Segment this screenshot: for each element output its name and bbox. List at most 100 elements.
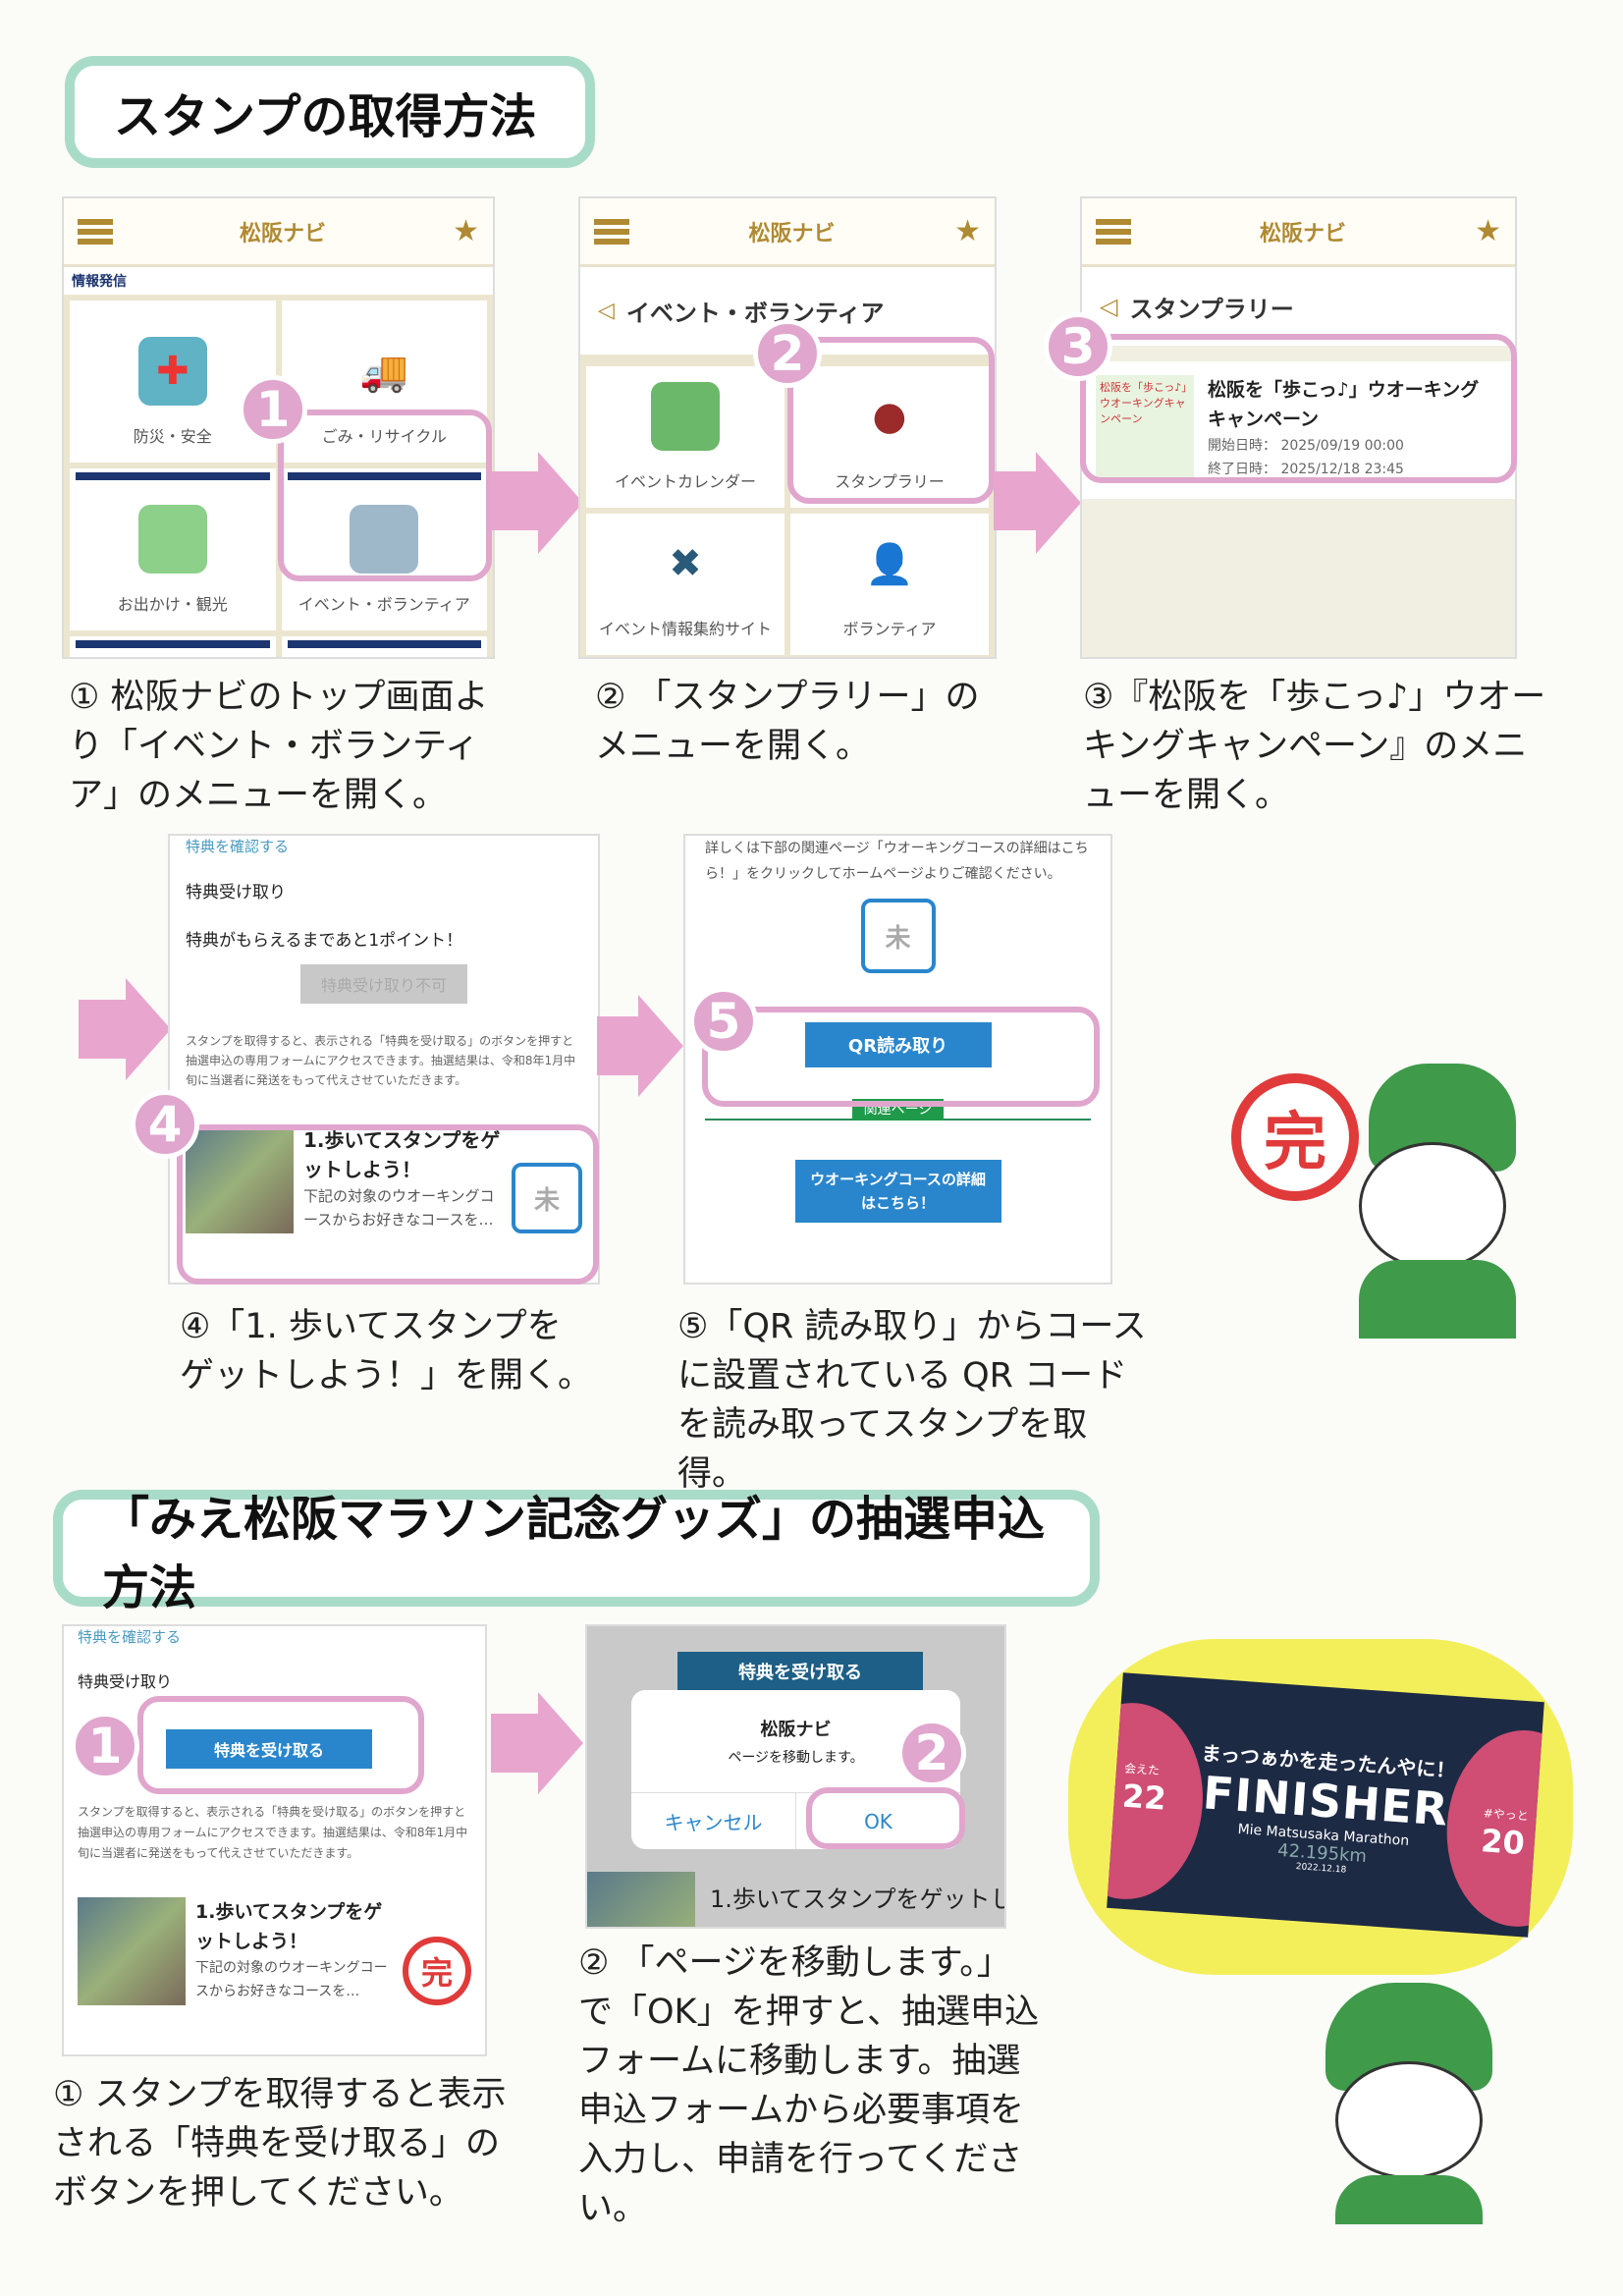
arrow-head [538,452,583,554]
menu-label: ごみ・リサイクル [321,427,447,446]
page-header: ◁スタンプラリー [1082,267,1515,346]
screen-benefit: 特典を確認する 特典受け取り 特典がもらえるまであと1ポイント！ 特典受け取り不… [168,834,600,1285]
menu-calendar[interactable]: イベントカレンダー [586,366,784,508]
step-badge-2: 2 [897,1719,966,1787]
back-icon[interactable]: ◁ [1100,293,1118,320]
truck-icon: 🚚 [359,349,409,395]
receive-benefit-button[interactable]: 特典を受け取る [166,1729,372,1769]
course-card[interactable]: 1.歩いてスタンプをゲットしよう！ 下記の対象のウオーキングコースからお好きなコー… [186,1125,582,1233]
screen-benefit-receive: 特典を確認する 特典受け取り 特典を受け取る スタンプを取得すると、表示される「… [62,1624,487,2056]
arrow-icon [994,471,1038,530]
app-name: 松阪ナビ [1260,221,1347,246]
menu-garbage[interactable]: 🚚 ごみ・リサイクル [281,301,487,463]
menu-tourism[interactable]: お出かけ・観光 [70,468,276,630]
benefit-heading: 特典受け取り [78,1672,173,1691]
step-badge-1: 1 [239,375,307,444]
highlight-3 [1080,334,1517,483]
mascot-illustration: 完 [1221,1054,1545,1339]
step-badge-2: 2 [753,319,822,388]
check-benefit-link[interactable]: 特典を確認する [78,1628,182,1646]
star-icon[interactable]: ★ [1475,214,1501,248]
card-title: 1.歩いてスタンプをゲットしよう！ [710,1886,1004,1913]
app-bar: 松阪ナビ ★ [1082,198,1515,267]
star-icon[interactable]: ★ [453,214,479,248]
right-number: 20 [1480,1822,1527,1863]
menu-disaster[interactable]: ✚防災・安全 [70,301,276,463]
event-end: 終了日時： 2025/12/18 23:45 [1208,462,1404,477]
mascot-body [1359,1260,1516,1339]
menu-label: お出かけ・観光 [117,595,228,614]
menu-label: イベント情報集約サイト [598,620,772,638]
arrow-icon [597,1016,640,1075]
screen-event: 松阪ナビ★ ◁イベント・ボランティア イベントカレンダー ●スタンプラリー ✖イ… [578,196,997,659]
left-number: 22 [1120,1777,1167,1818]
caption-lottery-1: ① スタンプを取得すると表示される「特典を受け取る」のボタンを押してください。 [53,2075,507,2213]
dialog-title: 松阪ナビ [760,1720,832,1740]
back-icon[interactable]: ◁ [598,299,615,323]
caption-step-3: ③『松阪を「歩こっ♪」ウオーキングキャンペーン』のメニューを開く。 [1083,678,1546,815]
highlight-1 [278,410,492,581]
menu-icon[interactable] [594,218,629,245]
step-badge-1: 1 [71,1712,139,1780]
menu-volunteer[interactable]: 👤 ボランティア [790,514,989,655]
complete-stamp-icon: 完 [1231,1073,1359,1201]
event-thumbnail: 松阪を「歩こっ♪」ウオーキングキャンペーン [1096,375,1194,478]
event-title: 松阪を「歩こっ♪」ウオーキングキャンペーン [1208,379,1480,430]
menu-event-volunteer[interactable]: イベント・ボランティア [281,468,487,630]
right-label: #やっと [1483,1806,1530,1824]
arrow-icon [79,1000,128,1059]
arrow-icon [491,471,540,530]
menu-label: ボランティア [842,620,937,638]
menu-partial [70,636,276,657]
app-bar: 松阪ナビ★ [64,198,493,267]
section-title-text: スタンプの取得方法 [114,89,537,144]
star-icon[interactable]: ★ [954,214,981,248]
caption-step-4: ④「1. 歩いてスタンプをゲットしよう！」を開く。 [180,1307,593,1395]
logo-icon: ✖ [669,541,702,586]
benefit-disabled-button: 特典受け取り不可 [300,964,467,1004]
highlight-5 [702,1007,1100,1107]
course-detail-button[interactable]: ウオーキングコースの詳細はこちら！ [794,1160,1001,1223]
course-card[interactable]: 1.歩いてスタンプをゲットしよう！下記の対象のウオーキングコースからお好きなコー… [78,1897,471,2005]
caption-step-2: ② 「スタンプラリー」のメニューを開く。 [595,678,980,766]
stamp-unacquired-icon: 未 [512,1163,582,1233]
ok-button[interactable]: OK [864,1809,893,1833]
course-photo [587,1872,695,1927]
arrow-icon [491,1714,540,1773]
highlight-4 [177,1124,599,1285]
screen-dialog: 特典を受け取る 松阪ナビ ページを移動します。 キャンセル OK 1.歩いてスタ… [585,1624,1006,1929]
arrow-head [1036,452,1081,554]
screen-qr: 詳しくは下部の関連ページ「ウオーキングコースの詳細はこちら！」をクリックしてホー… [683,834,1112,1285]
mascot-face [1359,1142,1506,1270]
arrow-head [126,978,171,1080]
mascot-body [1335,2175,1483,2224]
menu-icon[interactable] [78,218,113,245]
event-card[interactable]: 松阪を「歩こっ♪」ウオーキングキャンペーン 松阪を「歩こっ♪」ウオーキングキャン… [1082,361,1515,499]
screen-stamprally: 松阪ナビ ★ ◁スタンプラリー 松阪を「歩こっ♪」ウオーキングキャンペーン 松阪を… [1080,196,1517,659]
left-label: 会えた [1123,1761,1161,1778]
check-benefit-link[interactable]: 特典を確認する [186,838,290,855]
step-badge-4: 4 [131,1090,199,1159]
mascot-illustration-2 [1316,1983,1512,2224]
section-label: 情報発信 [72,274,127,290]
menu-icon[interactable] [1096,218,1131,245]
menu-label: イベント・ボランティア [298,595,470,614]
person-icon: 👤 [865,541,914,587]
arrow-head [538,1692,583,1794]
qr-read-button[interactable]: QR読み取り [804,1022,992,1067]
stamp-unacquired-icon: 未 [860,899,936,973]
header-text: イベント・ボランティア [625,300,885,327]
card-title: 1.歩いてスタンプをゲットしよう！ [303,1128,501,1181]
arrow-head [638,995,683,1097]
menu-event-site[interactable]: ✖ イベント情報集約サイト [586,514,784,655]
card-text: 下記の対象のウオーキングコースからお好きなコースを… [303,1187,495,1229]
description: スタンプを取得すると、表示される「特典を受け取る」のボタンを押すと抽選申込の専用… [186,1034,576,1087]
description: スタンプを取得すると、表示される「特典を受け取る」のボタンを押すと抽選申込の専用… [78,1805,468,1860]
menu-stamprally[interactable]: ●スタンプラリー [790,366,989,508]
remaining-text: 特典がもらえるまであと1ポイント！ [186,931,463,951]
receive-benefit-button-bg: 特典を受け取る [677,1652,923,1691]
mascot-face [1335,2061,1483,2179]
stamp-complete-icon: 完 [403,1937,471,2005]
section-title-stamp: スタンプの取得方法 [65,56,595,168]
cancel-button[interactable]: キャンセル [631,1793,796,1849]
